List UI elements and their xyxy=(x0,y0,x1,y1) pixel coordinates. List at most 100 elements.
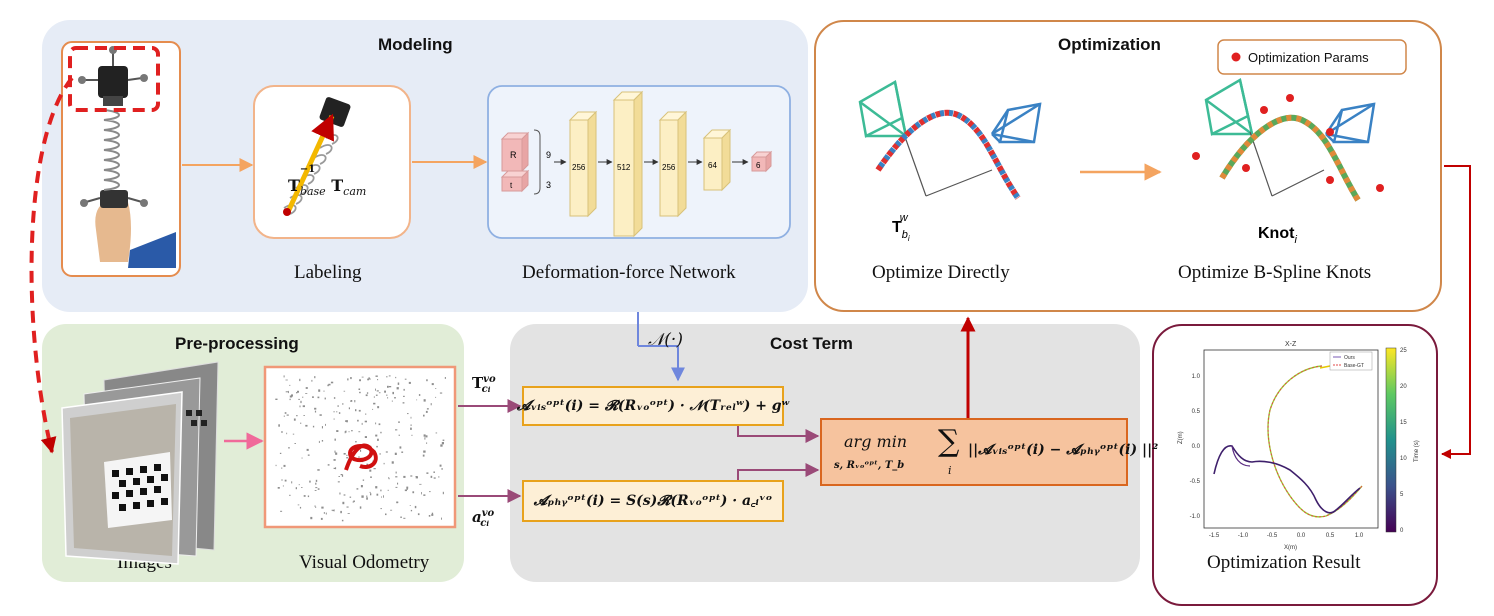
vo-point xyxy=(361,422,363,425)
vo-point xyxy=(333,467,336,469)
vo-point xyxy=(438,476,440,478)
vo-point xyxy=(426,408,429,410)
vo-point xyxy=(328,383,331,386)
vo-point xyxy=(415,476,418,479)
vo-point xyxy=(375,394,378,396)
vo-point xyxy=(312,396,314,398)
vo-point xyxy=(281,479,283,481)
net-input-t: t xyxy=(510,181,513,190)
result-cbar-tick: 15 xyxy=(1400,420,1407,426)
vo-point xyxy=(375,422,377,425)
vo-point xyxy=(364,420,367,423)
vo-point xyxy=(383,462,385,465)
vo-point xyxy=(373,402,376,405)
vo-point xyxy=(412,491,415,494)
vo-point xyxy=(370,493,372,496)
network-operator: 𝒩(·) xyxy=(648,330,683,350)
vo-point xyxy=(343,390,346,392)
vo-point xyxy=(299,506,302,509)
result-x-tick: -0.5 xyxy=(1267,533,1278,539)
vo-point xyxy=(396,501,399,503)
vo-point xyxy=(286,432,288,435)
vo-point xyxy=(340,474,343,476)
vo-point xyxy=(373,396,375,398)
vo-point xyxy=(398,434,400,436)
vo-point xyxy=(299,378,301,382)
vo-point xyxy=(336,430,339,432)
vo-point xyxy=(375,434,378,437)
vo-point xyxy=(364,436,367,438)
vo-point xyxy=(338,476,340,477)
vo-point xyxy=(383,495,384,498)
vo-point xyxy=(375,388,376,391)
optimize-bspline-caption: Optimize B-Spline Knots xyxy=(1178,262,1372,283)
vo-point xyxy=(397,482,399,485)
optimize-bspline-drawing xyxy=(1192,78,1384,202)
net-output-6: 6 xyxy=(756,161,761,170)
vo-point xyxy=(441,442,444,445)
vo-point xyxy=(341,519,344,522)
result-cbar-tick: 25 xyxy=(1400,348,1407,354)
result-legend-ours: Ours xyxy=(1344,355,1355,361)
result-cbar-tick: 0 xyxy=(1400,528,1404,534)
vo-point xyxy=(321,506,324,509)
vo-point xyxy=(373,468,376,470)
vo-point xyxy=(349,496,352,498)
vo-point xyxy=(366,495,368,498)
vo-point xyxy=(306,448,309,451)
vo-point xyxy=(285,379,288,381)
vo-point xyxy=(418,394,421,396)
vo-point xyxy=(410,427,412,430)
vo-point xyxy=(376,445,378,448)
vo-point xyxy=(314,505,316,507)
vo-point xyxy=(345,420,347,422)
vo-point xyxy=(310,516,313,520)
vo-point xyxy=(298,484,300,486)
vo-point xyxy=(294,443,296,444)
vo-point xyxy=(380,431,382,434)
vo-point xyxy=(444,377,446,379)
net-layer-64: 64 xyxy=(708,161,717,170)
vo-point xyxy=(428,515,431,517)
vo-point xyxy=(325,423,326,426)
vo-point xyxy=(289,384,291,386)
vo-point xyxy=(394,397,396,399)
vo-point xyxy=(354,400,356,403)
vo-point xyxy=(403,475,406,478)
vo-point xyxy=(423,414,425,417)
vo-point xyxy=(324,397,326,400)
vo-point xyxy=(336,411,338,413)
vo-point xyxy=(369,491,371,493)
vo-point xyxy=(346,454,348,456)
vo-point xyxy=(339,492,341,495)
vo-point xyxy=(307,454,310,456)
arrow-phy-to-objective xyxy=(737,463,820,482)
vo-point xyxy=(423,450,426,453)
vo-point xyxy=(368,377,370,380)
vo-point xyxy=(385,451,388,453)
vo-point xyxy=(311,379,313,382)
vo-point xyxy=(380,489,382,492)
vo-point xyxy=(385,513,387,516)
result-x-tick: -1.5 xyxy=(1209,533,1220,539)
vo-point xyxy=(314,410,317,413)
vo-point xyxy=(351,430,353,432)
vo-point xyxy=(388,478,390,480)
vo-point xyxy=(366,392,369,394)
vo-point xyxy=(284,412,287,414)
vo-point xyxy=(390,509,393,511)
vo-point xyxy=(414,505,417,509)
vo-point xyxy=(398,421,400,423)
net-input-dim-3: 3 xyxy=(546,180,551,190)
vo-point xyxy=(299,405,301,408)
vo-point xyxy=(286,414,289,416)
vo-point xyxy=(426,442,428,444)
vo-point xyxy=(376,390,379,392)
vo-point xyxy=(433,477,436,479)
direct-var-label: Tbiw xyxy=(892,212,910,243)
vo-point xyxy=(377,406,380,409)
result-y-tick: 1.0 xyxy=(1192,374,1201,380)
vo-point xyxy=(395,476,398,478)
vo-point xyxy=(309,480,311,483)
vo-point xyxy=(358,388,361,390)
